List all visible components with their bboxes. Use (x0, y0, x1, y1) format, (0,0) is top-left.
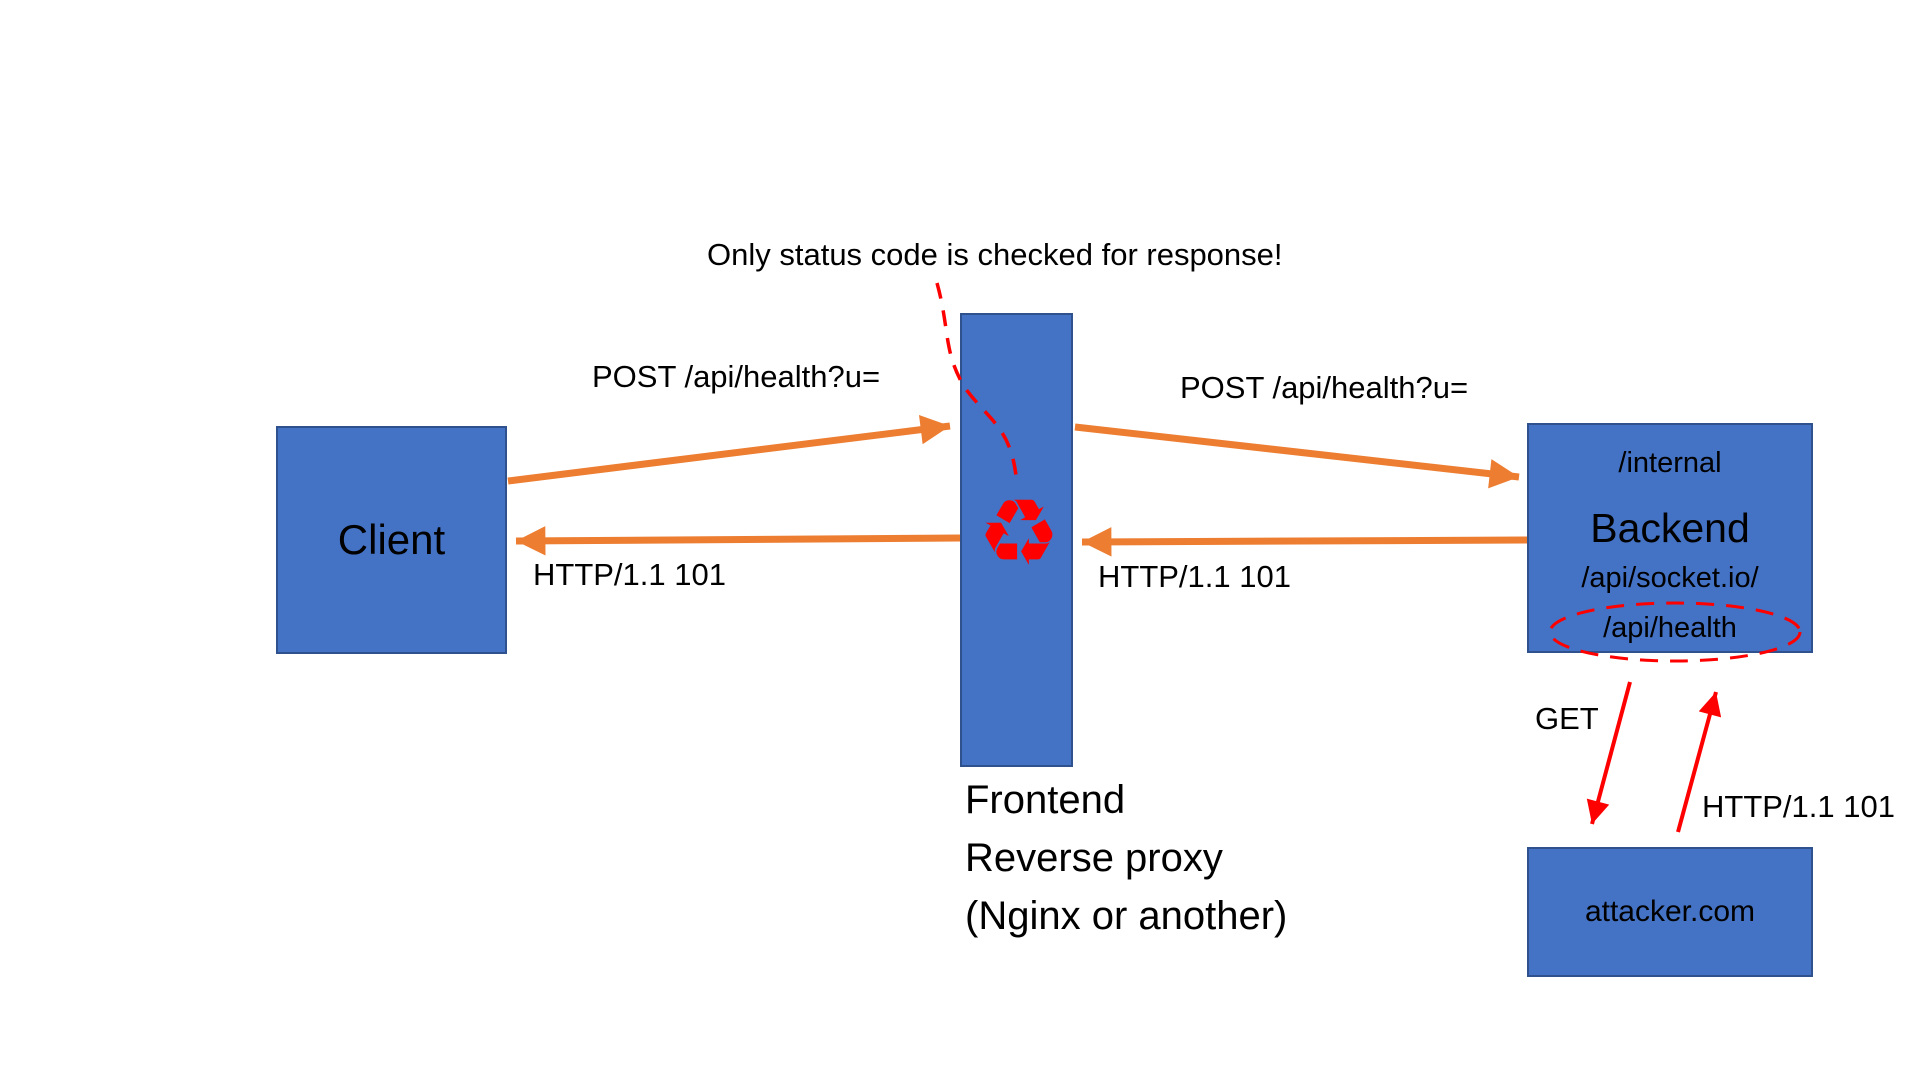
backend-node-label: Backend (1590, 505, 1750, 551)
arrow-backend-to-frontend (1081, 527, 1528, 557)
label-http101-frontend-to-client: HTTP/1.1 101 (533, 557, 726, 592)
attacker-node: attacker.com (1527, 847, 1813, 977)
backend-route-internal: /internal (1618, 447, 1722, 479)
label-post-frontend-to-backend: POST /api/health?u= (1180, 370, 1469, 405)
label-http101-attacker-to-backend: HTTP/1.1 101 (1702, 789, 1895, 824)
client-node: Client (276, 426, 507, 654)
arrow-frontend-to-client (515, 526, 961, 556)
label-get-backend-to-attacker: GET (1535, 701, 1599, 736)
backend-route-socket-io: /api/socket.io/ (1581, 562, 1759, 594)
frontend-caption-line-1: Frontend (965, 778, 1126, 822)
client-node-label: Client (337, 516, 446, 563)
frontend-caption-line-3: (Nginx or another) (965, 894, 1288, 938)
label-post-client-to-frontend: POST /api/health?u= (592, 359, 881, 394)
backend-route-api-health: /api/health (1603, 612, 1737, 644)
recycle-icon: ♻ (977, 479, 1061, 587)
label-http101-backend-to-frontend: HTTP/1.1 101 (1098, 559, 1291, 594)
frontend-caption-line-2: Reverse proxy (965, 836, 1223, 880)
annotation-status-code-note: Only status code is checked for response… (707, 237, 1283, 272)
frontend-proxy-caption: Frontend Reverse proxy (Nginx or another… (965, 771, 1287, 945)
attacker-node-label: attacker.com (1584, 895, 1756, 928)
arrow-client-to-frontend (507, 415, 951, 485)
arrow-frontend-to-backend (1074, 423, 1520, 489)
